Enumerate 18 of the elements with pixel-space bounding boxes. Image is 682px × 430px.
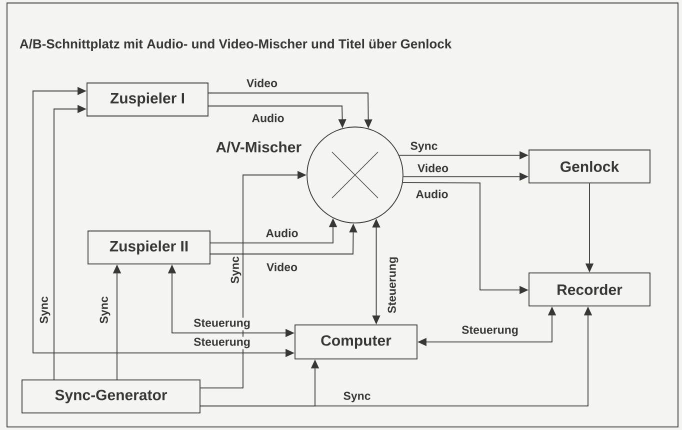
edge-label: Audio: [250, 112, 286, 124]
edge-label: Sync: [38, 295, 52, 325]
block-box: Zuspieler I: [86, 82, 208, 116]
edge-label: Steuerung: [192, 318, 252, 330]
block-box: Genlock: [528, 150, 650, 184]
edge-label: Steuerung: [192, 336, 252, 350]
edge-label: Sync: [98, 295, 112, 325]
edge-label: Steuerung: [386, 256, 400, 314]
block-box: Computer: [294, 324, 418, 360]
block-box: Sync-Generator: [22, 380, 200, 414]
edge-label: Sync: [230, 255, 242, 285]
block-box: Zuspieler II: [88, 230, 210, 264]
title: A/B-Schnittplatz mit Audio- und Video-Mischer und Titel über Genlock: [20, 38, 452, 52]
edge-label: Audio: [414, 188, 450, 200]
edge-label: Audio: [264, 228, 300, 238]
block-box: Recorder: [528, 272, 650, 306]
edge-label: Steuerung: [460, 324, 520, 338]
mixer-label: A/V-Mischer: [216, 141, 302, 153]
